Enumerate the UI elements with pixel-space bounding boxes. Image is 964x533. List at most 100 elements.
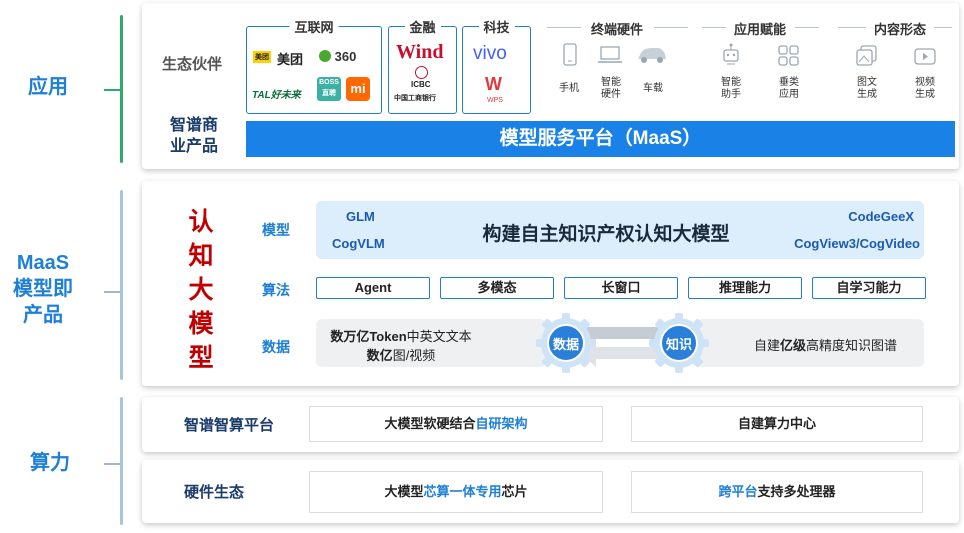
data-left-line2: 数亿图/视频 [316, 345, 486, 364]
model-cogview: CogView3/CogVideo [794, 236, 920, 251]
products-label-line2: 业产品 [170, 138, 219, 155]
content-item-video: 视频生成 [915, 77, 935, 100]
hardware-cell-chip-accent: 芯算一体专用 [423, 484, 502, 499]
compute-tick [104, 463, 120, 465]
application-tick [104, 89, 120, 91]
category-finance: 金融 Wind ICBC 中国工商银行 [388, 17, 457, 114]
category-app-empower-title: 应用赋能 [733, 22, 786, 37]
hardware-cell-chip-suffix: 芯片 [501, 484, 528, 499]
phone-icon [563, 43, 577, 66]
compute-platform-cell-architecture-accent: 自研架构 [475, 416, 528, 431]
wps-logo-icon: W [485, 74, 502, 94]
category-app-empower-line-right [795, 27, 819, 28]
data-left-line1-bold: 数万亿Token [330, 329, 407, 344]
application-panel: 生态伙伴 智谱商 业产品 互联网 美团 美团 360 TAL好未来 BOSS直聘… [142, 3, 959, 169]
vivo-logo: vivo [473, 43, 507, 64]
maas-platform-bar: 模型服务平台（MaaS） [246, 121, 955, 157]
hardware-item-smart: 智能硬件 [601, 77, 621, 100]
app-empower-item-assistant: 智能助手 [721, 77, 741, 100]
cognitive-model-title-char-1: 认 [188, 208, 214, 236]
layer-label-maas-line2: 模型即 [13, 278, 73, 300]
360-logo: 360 [319, 49, 356, 64]
algo-multimodal: 多模态 [440, 277, 554, 299]
tal-logo: TAL好未来 [252, 90, 301, 101]
category-hardware-line-left [547, 27, 581, 28]
maas-bracket [120, 190, 123, 380]
data-gear-icon [536, 313, 596, 373]
data-left-line2-rest: 图/视频 [392, 348, 436, 363]
row-label-data: 数据 [262, 339, 290, 355]
compute-platform-panel: 智谱智算平台 大模型软硬结合自研架构 自建算力中心 [142, 397, 959, 452]
row-label-algo: 算法 [262, 282, 290, 298]
xiaomi-logo: mi [346, 77, 370, 101]
hardware-ecosystem-panel: 硬件生态 大模型芯算一体专用芯片 跨平台支持多处理器 [142, 460, 959, 523]
algo-self-learning: 自学习能力 [812, 277, 926, 299]
algo-long-context: 长窗口 [564, 277, 678, 299]
gear-knowledge-label: 知识 [665, 337, 692, 352]
layer-label-maas-line1: MaaS [16, 252, 70, 274]
data-left-line2-bold: 数亿 [366, 348, 393, 363]
hardware-cell-chip-prefix: 大模型 [384, 484, 424, 499]
data-right-prefix: 自建 [753, 338, 780, 353]
model-bar: GLM CogVLM 构建自主知识产权认知大模型 CodeGeeX CogVie… [316, 201, 924, 259]
app-empower-item-vertical: 垂类应用 [779, 77, 799, 100]
row-label-model: 模型 [262, 222, 290, 238]
layer-label-maas-line3: 产品 [23, 304, 63, 326]
algo-reasoning: 推理能力 [688, 277, 802, 299]
data-left-box: 数万亿Token中英文文本 数亿图/视频 [316, 319, 546, 367]
grid-icon [778, 45, 799, 66]
application-bracket [120, 15, 123, 163]
category-content-title: 内容形态 [873, 22, 926, 37]
360-logo-ball [319, 50, 331, 62]
maas-tick [104, 291, 120, 293]
cognitive-model-title-char-3: 大 [188, 276, 214, 304]
products-label: 智谱商 业产品 [170, 115, 218, 157]
wps-logo: WPS [487, 97, 503, 104]
model-panel: 认 知 大 模 型 模型 算法 数据 GLM CogVLM 构建自主知识产权认知… [142, 181, 959, 386]
compute-platform-cell-architecture-prefix: 大模型软硬结合 [384, 416, 476, 431]
layer-label-maas: MaaS 模型即 产品 [2, 250, 84, 328]
car-icon [638, 48, 666, 63]
layer-label-compute: 算力 [30, 452, 70, 474]
cognitive-model-title-char-5: 型 [188, 344, 214, 372]
360-logo-text: 360 [334, 49, 357, 64]
wind-logo: Wind [396, 41, 444, 63]
cognitive-model-title-char-4: 模 [188, 310, 214, 338]
icbc-name: 中国工商银行 [394, 95, 436, 102]
cognitive-model-title-char-2: 知 [188, 242, 214, 270]
compute-platform-cell-architecture: 大模型软硬结合自研架构 [309, 406, 603, 442]
data-right-suffix: 高精度知识图谱 [806, 338, 898, 353]
boss-logo: BOSS直聘 [317, 77, 341, 101]
hardware-cell-crossplatform: 跨平台支持多处理器 [631, 471, 923, 513]
hardware-ecosystem-label: 硬件生态 [184, 484, 245, 501]
meituan-logo-mark: 美团 [253, 51, 271, 63]
category-internet-title: 互联网 [289, 17, 339, 36]
partners-label: 生态伙伴 [162, 56, 223, 73]
gear-data-label: 数据 [552, 337, 579, 352]
data-right-bold: 亿级 [779, 338, 806, 353]
category-finance-title: 金融 [404, 17, 441, 36]
model-cogvlm: CogVLM [332, 236, 385, 251]
category-content-line-left [838, 27, 866, 28]
category-tech: 科技 vivo W WPS [462, 17, 531, 114]
hardware-item-phone: 手机 [559, 83, 579, 94]
compute-platform-cell-center: 自建算力中心 [631, 406, 923, 442]
video-icon [914, 48, 936, 65]
model-glm: GLM [346, 209, 375, 224]
icbc-logo: ICBC [411, 80, 431, 89]
products-label-line1: 智谱商 [170, 117, 219, 134]
category-internet: 互联网 美团 美团 360 TAL好未来 BOSS直聘 mi [246, 17, 382, 114]
category-content-line-right [934, 27, 952, 28]
hardware-cell-crossplatform-suffix: 支持多处理器 [757, 484, 836, 499]
laptop-icon [598, 46, 622, 63]
meituan-logo: 美团 [277, 52, 304, 67]
category-hardware-line-right [654, 27, 688, 28]
category-hardware-title: 终端硬件 [590, 22, 643, 37]
knowledge-gear-icon [649, 313, 709, 373]
compute-bracket [120, 397, 123, 525]
compute-platform-label: 智谱智算平台 [184, 417, 275, 434]
icbc-logo-icon [415, 66, 428, 79]
cycle-arrow-icon [580, 319, 674, 367]
robot-icon [723, 43, 739, 65]
cognitive-model-title: 认 知 大 模 型 [186, 205, 216, 375]
